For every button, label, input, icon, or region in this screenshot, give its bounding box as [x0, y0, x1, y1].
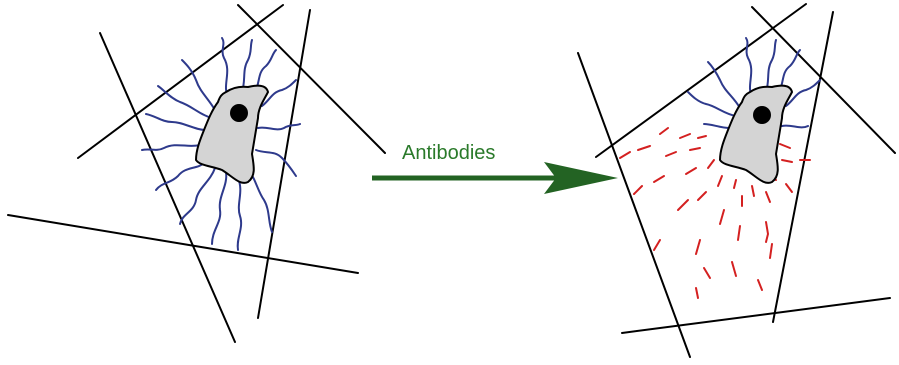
fragment [718, 176, 722, 186]
fragment [766, 222, 768, 242]
fragment [782, 160, 792, 162]
process-line [708, 62, 740, 108]
fragment [766, 192, 770, 202]
boundary-line [258, 10, 310, 318]
fragment [678, 200, 688, 210]
cell-body [720, 86, 792, 183]
fragment [638, 146, 650, 150]
boundary-line [578, 53, 690, 357]
fragment [698, 192, 706, 200]
process-line [238, 178, 241, 250]
process-line [146, 114, 206, 130]
fragment [738, 226, 740, 240]
fragment [734, 180, 736, 188]
fragment [634, 186, 642, 194]
process-line [158, 86, 212, 118]
panel-before [8, 5, 385, 342]
fragment [758, 280, 762, 290]
panel-after [578, 4, 895, 357]
process-line [256, 50, 276, 90]
process-line [746, 38, 752, 97]
boundary-line [100, 33, 235, 342]
process-line [704, 124, 730, 128]
damaged-processes [620, 128, 810, 298]
boundary-lines [8, 5, 385, 342]
fragment [732, 262, 736, 276]
process-line [242, 40, 252, 92]
arrow [372, 162, 618, 194]
fragment [620, 152, 630, 158]
fragment [654, 176, 664, 182]
process-line [212, 172, 226, 244]
fragment [686, 168, 696, 174]
process-line [766, 40, 776, 92]
boundary-line [238, 5, 385, 153]
fragment [708, 160, 714, 168]
cell-body [196, 86, 268, 183]
fragment [666, 152, 676, 156]
fragment [720, 210, 724, 224]
arrow-label: Antibodies [402, 142, 495, 165]
process-line [688, 92, 736, 116]
process-line [180, 168, 215, 224]
fragment [786, 184, 792, 192]
fragment [690, 148, 700, 150]
fragment [654, 240, 660, 250]
process-line [782, 126, 808, 128]
nucleus [230, 104, 248, 122]
fragment [770, 244, 772, 258]
process-line [256, 150, 296, 176]
fragment [660, 128, 668, 134]
fragment [680, 134, 690, 138]
boundary-line [622, 298, 890, 333]
fragment [780, 144, 790, 148]
process-line [780, 50, 800, 90]
process-line [258, 124, 300, 129]
fragment [696, 288, 698, 298]
fragment [696, 240, 700, 254]
fragment [752, 186, 754, 196]
nucleus [753, 106, 771, 124]
fragment [704, 268, 710, 278]
fragment [698, 136, 706, 138]
